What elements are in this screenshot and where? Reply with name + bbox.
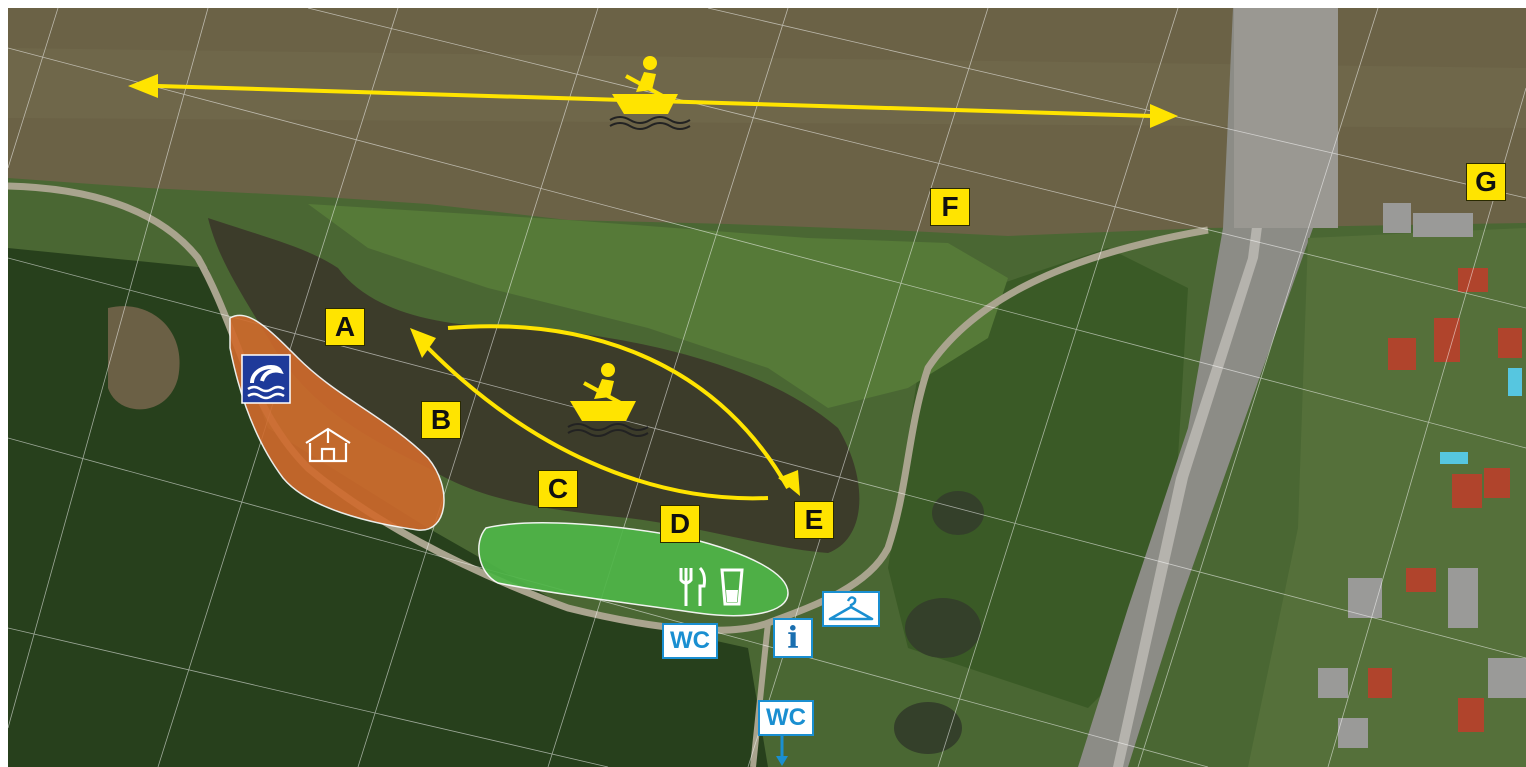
highway-median bbox=[1113, 8, 1290, 767]
marker-b[interactable]: B bbox=[421, 401, 461, 439]
swimming-pool bbox=[1440, 452, 1468, 464]
residential-area bbox=[1248, 228, 1526, 767]
grid-lines bbox=[8, 8, 1526, 767]
marker-c[interactable]: C bbox=[538, 470, 578, 508]
marker-a[interactable]: A bbox=[325, 308, 365, 346]
info-sign[interactable]: i bbox=[773, 618, 813, 658]
map-canvas bbox=[8, 8, 1526, 767]
rowing-boat-icon bbox=[567, 363, 649, 437]
pond bbox=[905, 598, 981, 658]
wc-direction-arrow bbox=[776, 736, 788, 766]
aerial-map: A B C D E F G WC i WC bbox=[8, 8, 1526, 767]
grey-buildings bbox=[1318, 203, 1526, 748]
houses bbox=[1368, 268, 1522, 732]
lake-route-arrows bbox=[426, 324, 790, 501]
pond bbox=[894, 702, 962, 754]
marker-g[interactable]: G bbox=[1466, 163, 1506, 201]
coat-hanger-icon bbox=[828, 596, 874, 621]
island-vegetation bbox=[308, 204, 1008, 408]
wc-sign-south[interactable]: WC bbox=[758, 700, 814, 736]
cloakroom-sign[interactable] bbox=[822, 591, 880, 627]
lake-arrow-head-east bbox=[778, 470, 800, 496]
clearing bbox=[108, 306, 180, 410]
footpath bbox=[8, 182, 1209, 634]
marker-e[interactable]: E bbox=[794, 501, 834, 539]
lake-arrow-head-west bbox=[410, 328, 436, 358]
marker-f[interactable]: F bbox=[930, 188, 970, 226]
lake bbox=[208, 218, 860, 553]
swimming-pool bbox=[1508, 368, 1522, 396]
pond bbox=[932, 491, 984, 535]
marker-d[interactable]: D bbox=[660, 505, 700, 543]
rowing-boat-icon bbox=[609, 56, 691, 130]
wc-sign[interactable]: WC bbox=[662, 623, 718, 659]
cutlery-icon bbox=[679, 566, 706, 606]
swimming-icon bbox=[241, 354, 291, 404]
green-zone bbox=[478, 522, 789, 617]
tent-icon bbox=[305, 427, 351, 463]
drink-cup-icon bbox=[720, 568, 744, 606]
forest-east bbox=[888, 248, 1188, 708]
bridge bbox=[1234, 8, 1338, 228]
